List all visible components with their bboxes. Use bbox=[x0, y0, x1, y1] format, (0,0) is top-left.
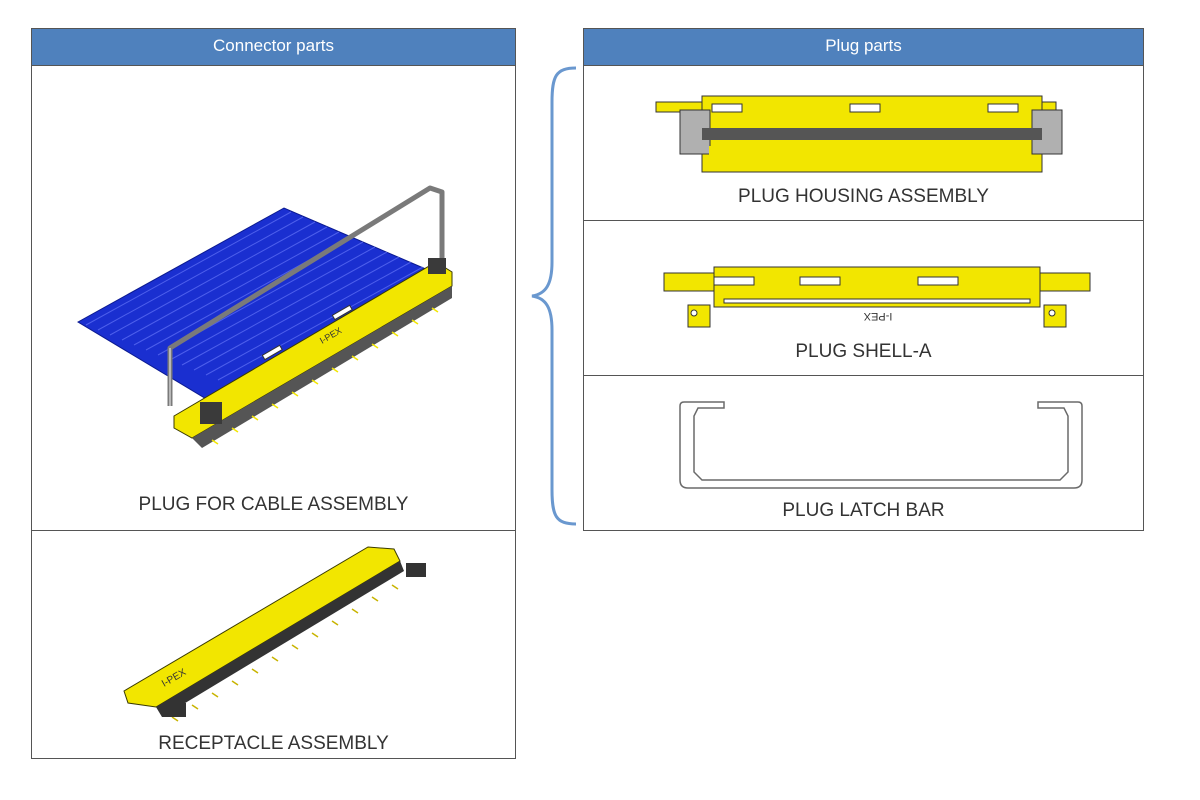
plug-for-cable-label: PLUG FOR CABLE ASSEMBLY bbox=[138, 494, 409, 515]
receptacle-body bbox=[123, 546, 426, 722]
plug-housing-illustration bbox=[655, 95, 1063, 173]
receptacle-illustration: I-PEX bbox=[123, 546, 426, 722]
plug-parts-header: Plug parts bbox=[583, 28, 1144, 66]
plug-shell-logo: I-PEX bbox=[863, 310, 892, 322]
plug-for-cable-cell: I-PEX PLUG FOR CABLE ASSEMBLY bbox=[31, 65, 516, 531]
plug-housing-cell: PLUG HOUSING ASSEMBLY bbox=[583, 65, 1144, 221]
plug-for-cable-illustration: I-PEX bbox=[76, 185, 453, 448]
plug-housing-label: PLUG HOUSING ASSEMBLY bbox=[738, 186, 989, 207]
latch-bar-illustration bbox=[679, 401, 1083, 489]
receptacle-label: RECEPTACLE ASSEMBLY bbox=[158, 733, 389, 754]
plug-shell-cell: I-PEX PLUG SHELL-A bbox=[583, 220, 1144, 376]
grouping-brace bbox=[531, 66, 577, 526]
receptacle-cell: I-PEX RECEPTACLE ASSEMBLY bbox=[31, 530, 516, 759]
latch-bar-frame bbox=[167, 185, 445, 406]
latch-bar-cell: PLUG LATCH BAR bbox=[583, 375, 1144, 531]
plug-shell-label: PLUG SHELL-A bbox=[795, 341, 932, 362]
plug-shell-illustration: I-PEX bbox=[663, 266, 1091, 328]
connector-parts-header: Connector parts bbox=[31, 28, 516, 66]
latch-bar-label: PLUG LATCH BAR bbox=[782, 500, 945, 521]
plug-connector-body bbox=[173, 258, 453, 448]
